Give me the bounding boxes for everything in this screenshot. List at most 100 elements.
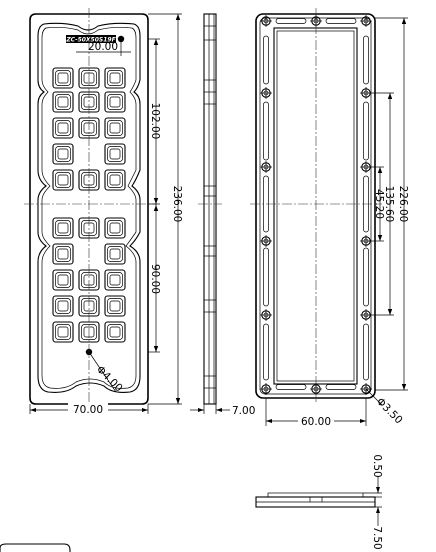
back-slot-vertical xyxy=(263,101,269,161)
dim-back-width: 60.00 xyxy=(301,416,331,428)
back-slot-vertical xyxy=(363,247,369,307)
back-window-outer xyxy=(273,27,358,385)
lens xyxy=(104,243,126,265)
lens xyxy=(52,143,74,165)
part-label-text: ZC-50X50S19F xyxy=(65,37,116,44)
screw-hole-icon xyxy=(260,309,272,321)
side-body xyxy=(203,13,217,405)
lens xyxy=(104,269,126,291)
back-slot-vertical xyxy=(263,323,269,381)
arrow-back-length-bottom-icon xyxy=(401,384,407,390)
screw-hole-icon xyxy=(260,235,272,247)
back-width-label-bg xyxy=(298,414,334,427)
lens xyxy=(52,67,74,89)
front-outer-outline xyxy=(29,13,149,405)
front-inner-outline xyxy=(37,22,141,393)
profile-rib xyxy=(267,492,364,498)
arrow-thickness-right-icon xyxy=(216,408,222,412)
back-window-inner xyxy=(276,30,355,382)
dim-base-height: 7.50 xyxy=(371,526,383,549)
side-lens-ticks xyxy=(204,25,216,389)
side-view: 7.00 xyxy=(190,13,255,417)
title-block-corner xyxy=(0,543,71,552)
back-view: 226.00 135.60 45.20 60.00 Φ3.50 xyxy=(250,8,409,428)
arrow-width-left-icon xyxy=(30,408,36,412)
arrow-back-width-right-icon xyxy=(360,419,366,423)
arrow-span2-bottom-icon xyxy=(377,235,383,241)
arrow-back-length-top-icon xyxy=(401,18,407,24)
back-outer-outline xyxy=(255,13,376,399)
front-inner-outline-2 xyxy=(41,26,137,389)
arrow-lower-bottom-icon xyxy=(153,346,159,352)
width-label-bg xyxy=(68,402,108,415)
front-view: ZC-50X50S19F 20.00 102.00 90.00 236.0 xyxy=(24,8,183,416)
dim-overall-length: 236.00 xyxy=(171,186,183,223)
screw-hole-icon xyxy=(360,161,372,173)
lens xyxy=(52,269,74,291)
back-slot-horizontal xyxy=(275,18,307,24)
screw-hole-icon xyxy=(260,161,272,173)
lens xyxy=(104,321,126,343)
back-slot-vertical xyxy=(363,323,369,381)
arrow-back-width-left-icon xyxy=(266,419,272,423)
arrow-thickness-left-icon xyxy=(198,408,204,412)
arrow-width-right-icon xyxy=(142,408,148,412)
lens xyxy=(52,321,74,343)
dim-back-hole-dia: Φ3.50 xyxy=(374,396,405,427)
arrow-upper-top-icon xyxy=(153,39,159,45)
lens xyxy=(52,295,74,317)
profile-view: 0.50 7.50 xyxy=(255,454,383,550)
dim-overall-width: 70.00 xyxy=(73,404,103,416)
screw-hole-icon xyxy=(360,309,372,321)
lens xyxy=(52,117,74,139)
dim-back-span-2: 45.20 xyxy=(373,189,385,219)
arrow-span1-bottom-icon xyxy=(387,309,393,315)
lens-grid xyxy=(52,67,126,343)
arrow-length-top-icon xyxy=(175,14,181,20)
screw-hole-icon xyxy=(360,235,372,247)
lens xyxy=(104,143,126,165)
dim-rib-height: 0.50 xyxy=(371,454,383,477)
lens xyxy=(104,169,126,191)
screw-hole-icon xyxy=(260,87,272,99)
dim-back-span-1: 135.60 xyxy=(383,186,395,223)
part-label-plate xyxy=(66,35,116,43)
back-holes xyxy=(260,15,372,395)
front-hole-top-icon xyxy=(117,35,125,43)
back-hole-leader xyxy=(365,388,383,406)
lens xyxy=(104,295,126,317)
screw-hole-icon xyxy=(360,87,372,99)
back-slot-horizontal xyxy=(325,18,357,24)
screw-hole-icon xyxy=(360,15,372,27)
arrow-length-bottom-icon xyxy=(175,398,181,404)
dim-upper-group: 102.00 xyxy=(149,103,161,140)
arrow-span1-top-icon xyxy=(387,93,393,99)
back-slot-horizontal xyxy=(325,384,357,390)
lens xyxy=(52,169,74,191)
arrow-rib-height-icon xyxy=(376,487,380,493)
lens xyxy=(52,243,74,265)
arrow-upper-bottom-icon xyxy=(153,198,159,204)
lens xyxy=(104,67,126,89)
back-inner-outline xyxy=(259,17,372,395)
screw-hole-icon xyxy=(260,383,272,395)
back-slot-vertical xyxy=(263,247,269,307)
back-slot-vertical xyxy=(263,35,269,85)
back-slot-vertical xyxy=(363,101,369,161)
lens xyxy=(52,217,74,239)
back-slot-horizontal xyxy=(275,384,307,390)
back-slot-vertical xyxy=(363,35,369,85)
lens xyxy=(52,91,74,113)
lens xyxy=(104,91,126,113)
hole-dia-leader xyxy=(88,351,117,393)
arrow-lower-top-icon xyxy=(153,205,159,211)
lens xyxy=(104,217,126,239)
screw-hole-icon xyxy=(260,15,272,27)
dim-hole-pitch: 20.00 xyxy=(88,41,118,53)
lens xyxy=(104,117,126,139)
arrow-span2-top-icon xyxy=(377,167,383,173)
dim-thickness: 7.00 xyxy=(232,405,255,417)
arrow-base-height-icon xyxy=(376,507,380,513)
dim-back-length: 226.00 xyxy=(397,186,409,223)
